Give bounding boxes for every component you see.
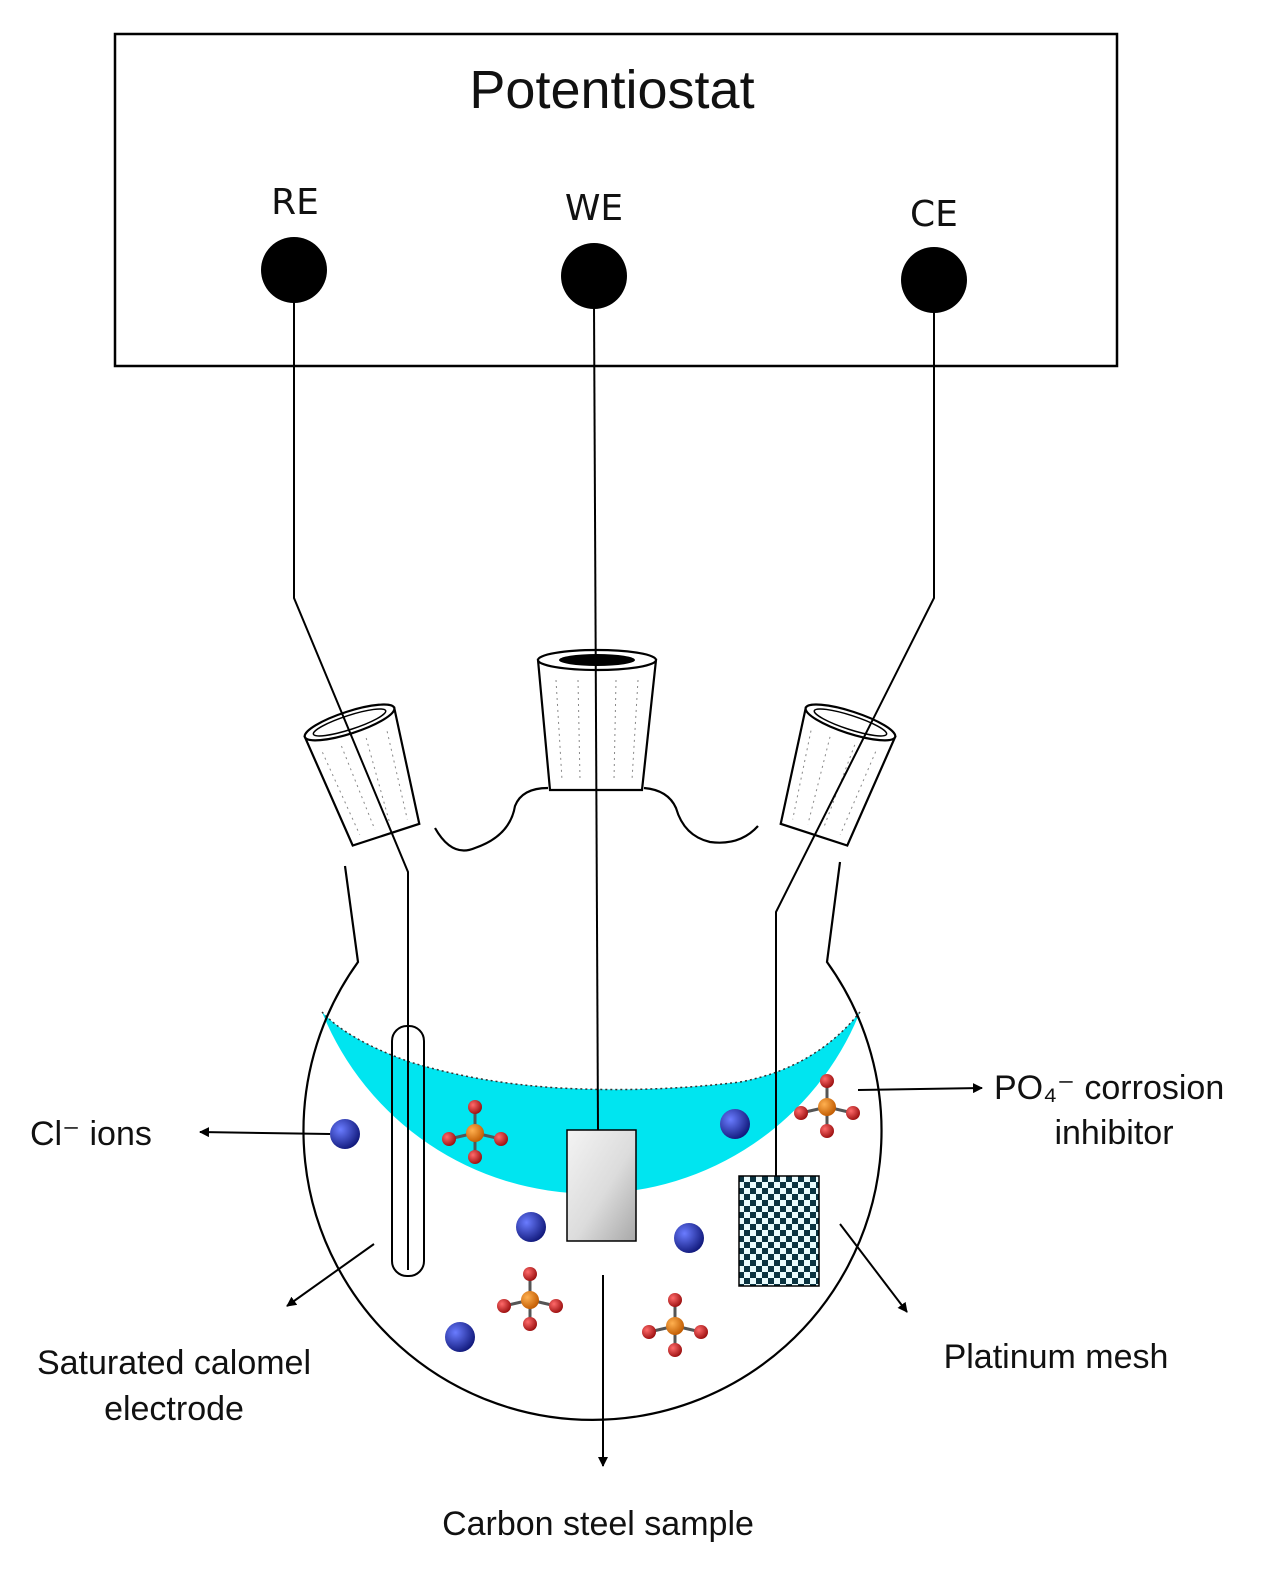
label-carbon-steel: Carbon steel sample [442,1505,754,1543]
we-wire [593,305,599,1131]
center-neck-joint [536,648,658,792]
left-neck-joint [303,703,421,847]
terminal-re [261,237,327,303]
po4-arrow [857,1083,983,1094]
label-sce-line1: Saturated calomel [37,1344,311,1382]
phosphate-molecule [640,1291,710,1359]
label-po4-line1: PO₄⁻ corrosion [994,1069,1224,1107]
carbon-steel-sample [566,1129,637,1242]
chloride-ion [720,1109,750,1139]
terminal-label-we: WE [565,188,623,229]
ce-wire [775,312,935,1176]
label-po4-line2: inhibitor [1054,1114,1173,1152]
potentiostat-title: Potentiostat [469,60,754,120]
electrolyte-solution [322,1012,860,1194]
liquid-surface [321,1011,861,1091]
terminal-we [561,243,627,309]
terminal-ce [901,247,967,313]
chloride-ion [330,1119,360,1149]
terminal-label-re: RE [271,182,319,223]
terminal-label-ce: CE [910,194,958,235]
calomel-electrode-tube [391,1025,425,1277]
phosphate-molecule [495,1265,565,1333]
platinum-mesh [738,1175,820,1287]
label-sce-line2: electrode [104,1390,244,1428]
chloride-ion [445,1322,475,1352]
calomel-arrow [286,1243,375,1307]
re-wire [293,300,409,1270]
right-neck-joint [779,703,897,847]
potentiostat-box [113,32,1119,368]
chloride-ion [516,1212,546,1242]
platinum-mesh-arrow [839,1223,908,1313]
chloride-ion [674,1223,704,1253]
label-platinum-mesh: Platinum mesh [944,1338,1169,1376]
flask-shoulder-right [643,786,759,844]
three-neck-flask [302,861,883,1422]
label-cl-ions: Cl⁻ ions [30,1115,152,1153]
cl-ions-arrow [199,1127,331,1138]
flask-shoulder-left [434,786,549,852]
